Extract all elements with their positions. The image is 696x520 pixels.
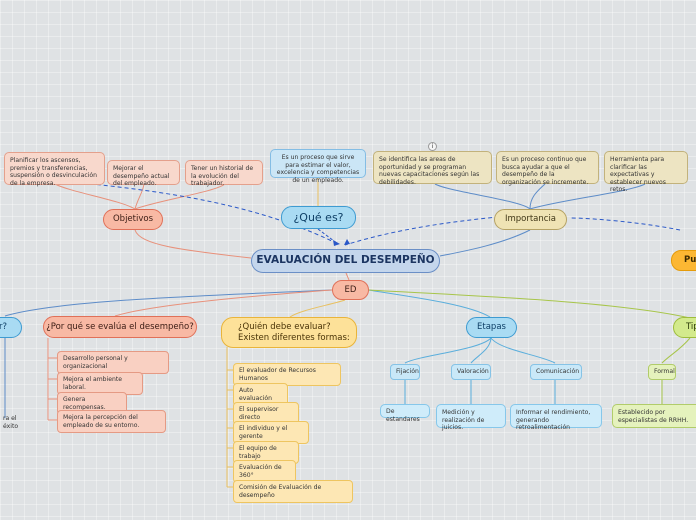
importancia-card-1: Se identifica las areas de oportunidad y…: [373, 151, 492, 186]
ed-node[interactable]: ED: [332, 280, 369, 300]
por-que-node[interactable]: ¿Por qué se evalúa el desempeño?: [43, 316, 197, 338]
quien-item-4: El individuo y el gerente: [233, 421, 309, 445]
objetivos-card-3: Tener un historial de la evolución del t…: [185, 160, 263, 187]
tipo-formal[interactable]: Formal: [648, 364, 676, 380]
quien-node[interactable]: ¿Quién debe evaluar? Existen diferentes …: [221, 317, 357, 348]
importancia-card-2: Es un proceso continuo que busca ayudar …: [496, 151, 599, 186]
etapa-fijacion-desc: De estandares: [380, 404, 430, 423]
cut-off-node-right[interactable]: Pu: [671, 250, 696, 271]
etapa-valoracion-desc: Medición y realización de juicios.: [436, 404, 506, 431]
etapa-comunicacion-desc: Informar el rendimiento, generando retro…: [510, 404, 602, 431]
que-es-node[interactable]: ¿Qué es?: [281, 206, 356, 229]
quien-item-1: El evaluador de Recursos Humanos: [233, 363, 341, 387]
tipo-formal-desc: Establecido por especialistas de RRHH.: [612, 404, 696, 428]
quien-item-7: Comisión de Evaluación de desempeño: [233, 480, 353, 504]
objetivos-node[interactable]: Objetivos: [103, 209, 163, 230]
quien-label-line2: Existen diferentes formas:: [238, 332, 350, 343]
por-que-item-3: Genera recompensas.: [57, 392, 127, 416]
quien-label-line1: ¿Quién debe evaluar?: [238, 322, 331, 332]
para-que-leaf: ra el éxito: [3, 415, 19, 430]
etapa-valoracion[interactable]: Valoración: [451, 364, 491, 380]
root-node[interactable]: EVALUACIÓN DEL DESEMPEÑO: [251, 249, 440, 273]
objetivos-card-1: Planificar los ascensos, premios y trans…: [4, 152, 105, 187]
tipos-node[interactable]: Tip: [673, 317, 696, 338]
por-que-item-4: Mejora la percepción del empleado de su …: [57, 410, 166, 434]
etapa-fijacion[interactable]: Fijación: [390, 364, 420, 380]
que-es-card: Es un proceso que sirve para estimar el …: [270, 149, 366, 184]
etapas-node[interactable]: Etapas: [466, 317, 517, 338]
objetivos-card-2: Mejorar el desempeño actual del empleado…: [107, 160, 180, 187]
por-que-item-1: Desarrollo personal y organizacional: [57, 351, 169, 375]
para-que-node[interactable]: r?: [0, 317, 22, 338]
info-icon[interactable]: i: [428, 142, 437, 151]
etapa-comunicacion[interactable]: Comunicación: [530, 364, 582, 380]
importancia-node[interactable]: Importancia: [494, 209, 567, 230]
importancia-card-3: Herramienta para clarificar las expectat…: [604, 151, 688, 193]
